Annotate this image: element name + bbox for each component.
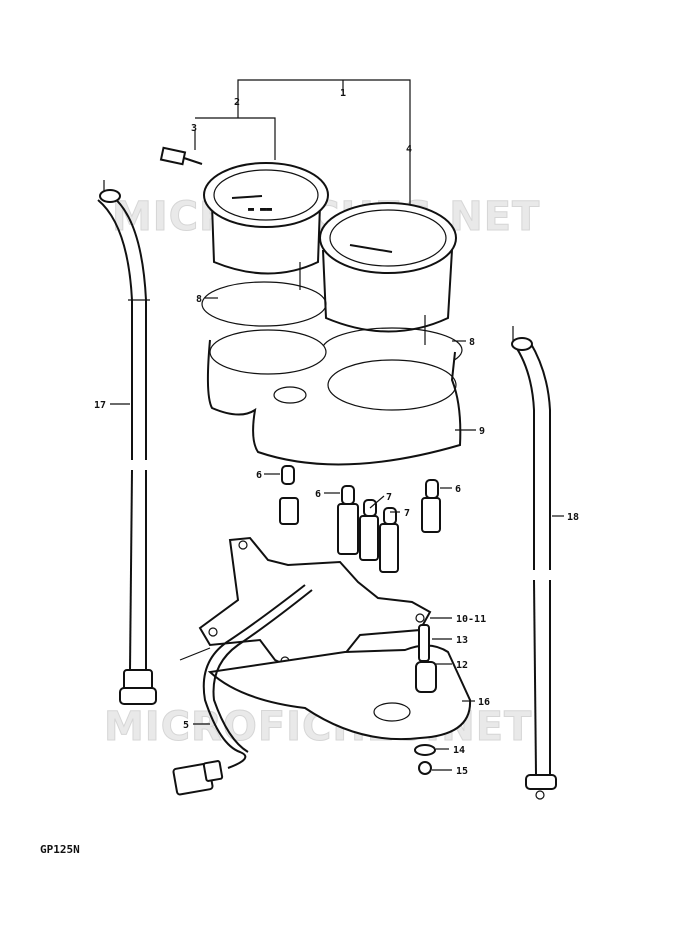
- tachometer-cable-right: [511, 326, 557, 800]
- callout-1: 1: [340, 88, 346, 99]
- callout-4: 4: [406, 144, 412, 155]
- bulb-socket-part-3: [159, 130, 203, 166]
- callout-15: 15: [456, 766, 468, 777]
- callout-7a: 7: [386, 492, 392, 503]
- callout-8a: 8: [196, 294, 202, 305]
- callout-17: 17: [94, 400, 106, 411]
- callout-13: 13: [456, 635, 468, 646]
- callout-3: 3: [191, 123, 197, 134]
- callout-16: 16: [478, 697, 490, 708]
- callout-10-11: 10-11: [456, 614, 486, 625]
- diagram-code: GP125N: [40, 843, 80, 856]
- indicator-bulbs: [279, 465, 441, 573]
- svg-text:▬ ▬▬: ▬ ▬▬: [248, 204, 272, 215]
- callout-6c: 6: [455, 484, 461, 495]
- callouts: 1 2 3 4 5 6 6 6 7 7 8 8 9 10-11 12 13 14…: [94, 88, 579, 777]
- callout-6b: 6: [315, 489, 321, 500]
- wire-harness: [172, 584, 313, 796]
- callout-18: 18: [567, 512, 579, 523]
- speedometer-cable-left: [97, 180, 157, 705]
- gasket-left: [201, 281, 327, 327]
- callout-6a: 6: [256, 470, 262, 481]
- callout-12: 12: [456, 660, 468, 671]
- callout-2: 2: [234, 97, 240, 108]
- callout-9: 9: [479, 426, 485, 437]
- assembly-bracket: [195, 79, 411, 210]
- right-meter: [319, 202, 457, 345]
- mounting-hardware: [414, 624, 437, 775]
- leader-lines: [110, 297, 564, 771]
- callout-5: 5: [183, 720, 189, 731]
- callout-8b: 8: [469, 337, 475, 348]
- meter-case: [206, 329, 462, 466]
- callout-7b: 7: [404, 508, 410, 519]
- meter-cover: [207, 644, 472, 741]
- callout-14: 14: [453, 745, 465, 756]
- left-meter: ▬ ▬▬: [203, 162, 329, 290]
